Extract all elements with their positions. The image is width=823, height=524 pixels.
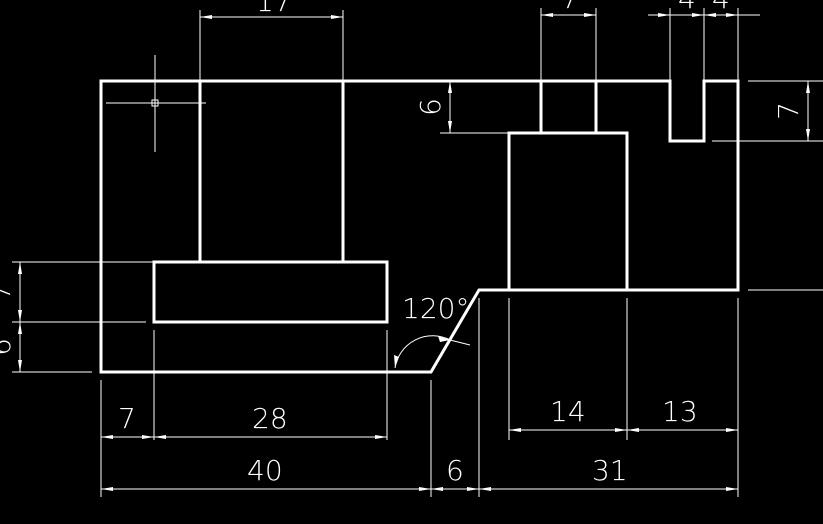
dim-top-17 [199,10,344,81]
dim-mid-6 [440,81,509,134]
dim-angle-120 [394,335,471,369]
dim-text-bot-6: 6 [446,454,464,487]
dim-text-mid-6: 6 [414,98,447,116]
dim-bottom-row2 [101,487,738,491]
dim-text-bot-13: 13 [662,395,698,428]
dim-text-left-6: 6 [0,338,17,356]
dim-text-bot-40: 40 [247,454,283,487]
dim-text-top-7: 7 [561,0,579,15]
dim-right-7 [712,80,823,142]
dim-text-bot-28: 28 [252,402,288,435]
dim-text-right-7: 7 [772,102,805,120]
dim-top-7 [540,8,597,81]
dim-text-bot-14: 14 [550,395,586,428]
dim-text-top-4b: 4 [712,0,730,15]
dim-top-4-4 [648,8,760,81]
dim-bottom-row1 [101,435,387,439]
dim-text-bot-7: 7 [118,402,136,435]
dim-text-left-7: 7 [0,283,17,301]
dim-text-bot-31: 31 [592,454,628,487]
dim-text-angle-120: 120° [402,292,469,325]
part-outline [99,79,740,374]
crosshair-cursor-icon [106,55,206,152]
bottom-extension-lines [100,298,739,497]
dim-text-top-4a: 4 [678,0,696,15]
dim-left-7-6 [12,261,154,373]
dim-bottom-row1-right [509,428,738,432]
dim-text-top-17: 17 [256,0,292,18]
